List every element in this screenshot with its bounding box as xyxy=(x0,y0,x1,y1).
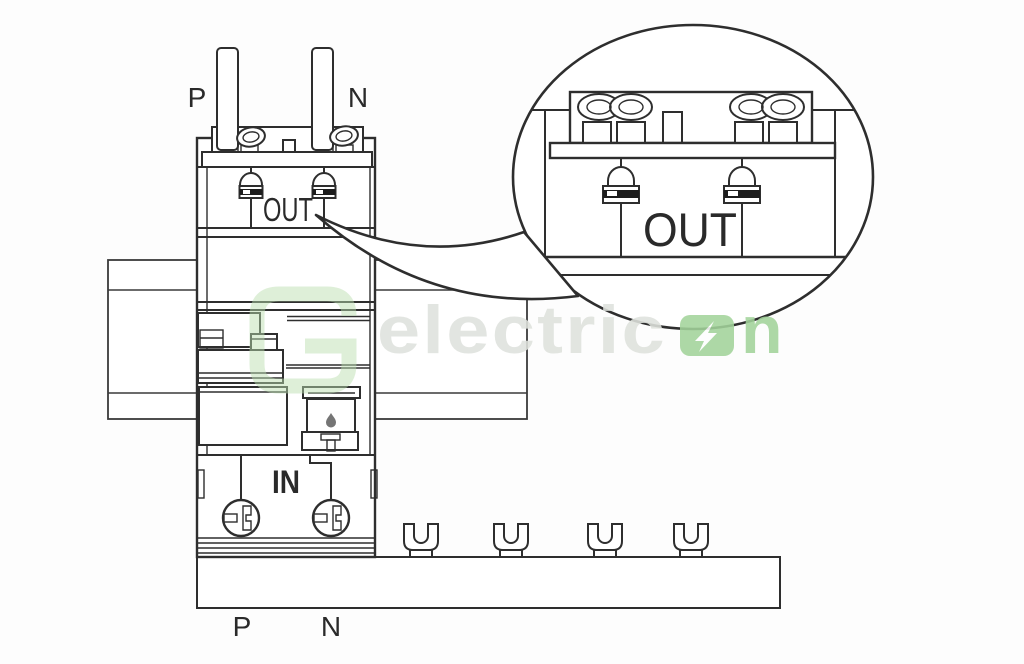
in-label: IN xyxy=(272,464,300,500)
callout-pointer xyxy=(314,213,580,301)
brand-logo-icon xyxy=(249,286,357,394)
lightning-bolt-icon xyxy=(695,321,717,352)
label-bottom-n: N xyxy=(321,611,341,642)
input-wire-p xyxy=(216,47,239,151)
watermark-text-green: n xyxy=(741,292,783,368)
in-section: IN xyxy=(197,454,378,554)
internal-mechanism xyxy=(197,312,370,452)
arc-chamber xyxy=(301,386,361,452)
breaker-device: OUT xyxy=(195,47,378,559)
out-section: OUT xyxy=(238,167,337,228)
terminal-screw-top-icon xyxy=(236,126,266,148)
watermark-text-gray: electric xyxy=(377,292,667,368)
label-bottom-p: P xyxy=(233,611,252,642)
out-label: OUT xyxy=(263,191,313,228)
input-wire-n xyxy=(311,47,334,151)
flame-icon xyxy=(321,401,341,429)
magnifier-callout: OUT xyxy=(314,23,875,331)
out-terminal-strip xyxy=(197,47,375,168)
callout-out-label: OUT xyxy=(643,203,737,256)
busbar xyxy=(196,523,781,609)
terminal-screw-top-icon xyxy=(329,125,359,147)
callout-detail: OUT xyxy=(531,90,855,276)
watermark: electric n xyxy=(249,286,783,394)
label-top-n: N xyxy=(348,82,368,113)
label-top-p: P xyxy=(188,82,207,113)
